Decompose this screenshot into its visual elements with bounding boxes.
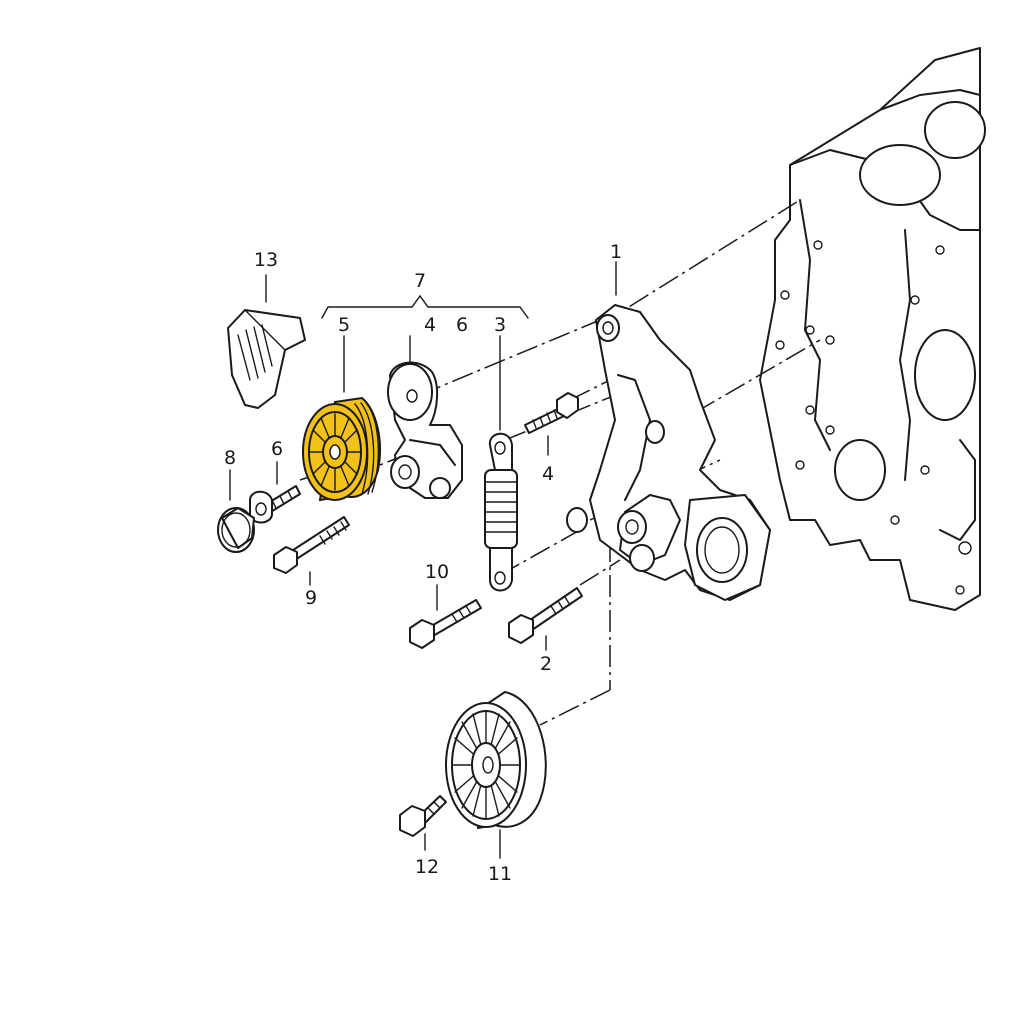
part-3-damper (484, 432, 518, 592)
part-4-bolt (524, 392, 579, 434)
callout-11: 11 (488, 863, 512, 885)
callout-3: 3 (494, 314, 506, 336)
engine-block (759, 47, 986, 611)
callout-13: 13 (254, 249, 278, 271)
callout-6: 6 (271, 438, 283, 460)
part-9-long-bolt (273, 516, 350, 574)
callout-4-top: 4 (424, 314, 436, 336)
part-6-short-bolt (249, 485, 301, 524)
part-2-bolt (508, 587, 583, 644)
part-10-bolt (409, 599, 482, 649)
part-1-bracket (566, 304, 771, 601)
callout-12: 12 (415, 856, 439, 878)
part-12-bolt (399, 795, 447, 837)
part-11-pulley (445, 691, 547, 829)
callout-2: 2 (540, 653, 552, 675)
callout-7: 7 (414, 270, 426, 292)
callout-5: 5 (338, 314, 350, 336)
part-4-tensioner-arm (387, 361, 463, 499)
part-8-cap (217, 507, 255, 553)
part-5-idler-pulley (302, 396, 382, 502)
callout-9: 9 (305, 587, 317, 609)
callout-labels: 1 13 7 5 4 6 3 8 6 4 9 10 2 12 11 (224, 241, 622, 885)
part-13-belt (227, 309, 306, 409)
callout-8: 8 (224, 447, 236, 469)
pulley-ribs (354, 402, 380, 495)
callout-1: 1 (610, 241, 622, 263)
callout-4-right: 4 (542, 463, 554, 485)
leader-lines (229, 261, 617, 859)
callout-6-top: 6 (456, 314, 468, 336)
callout-10: 10 (425, 561, 449, 583)
